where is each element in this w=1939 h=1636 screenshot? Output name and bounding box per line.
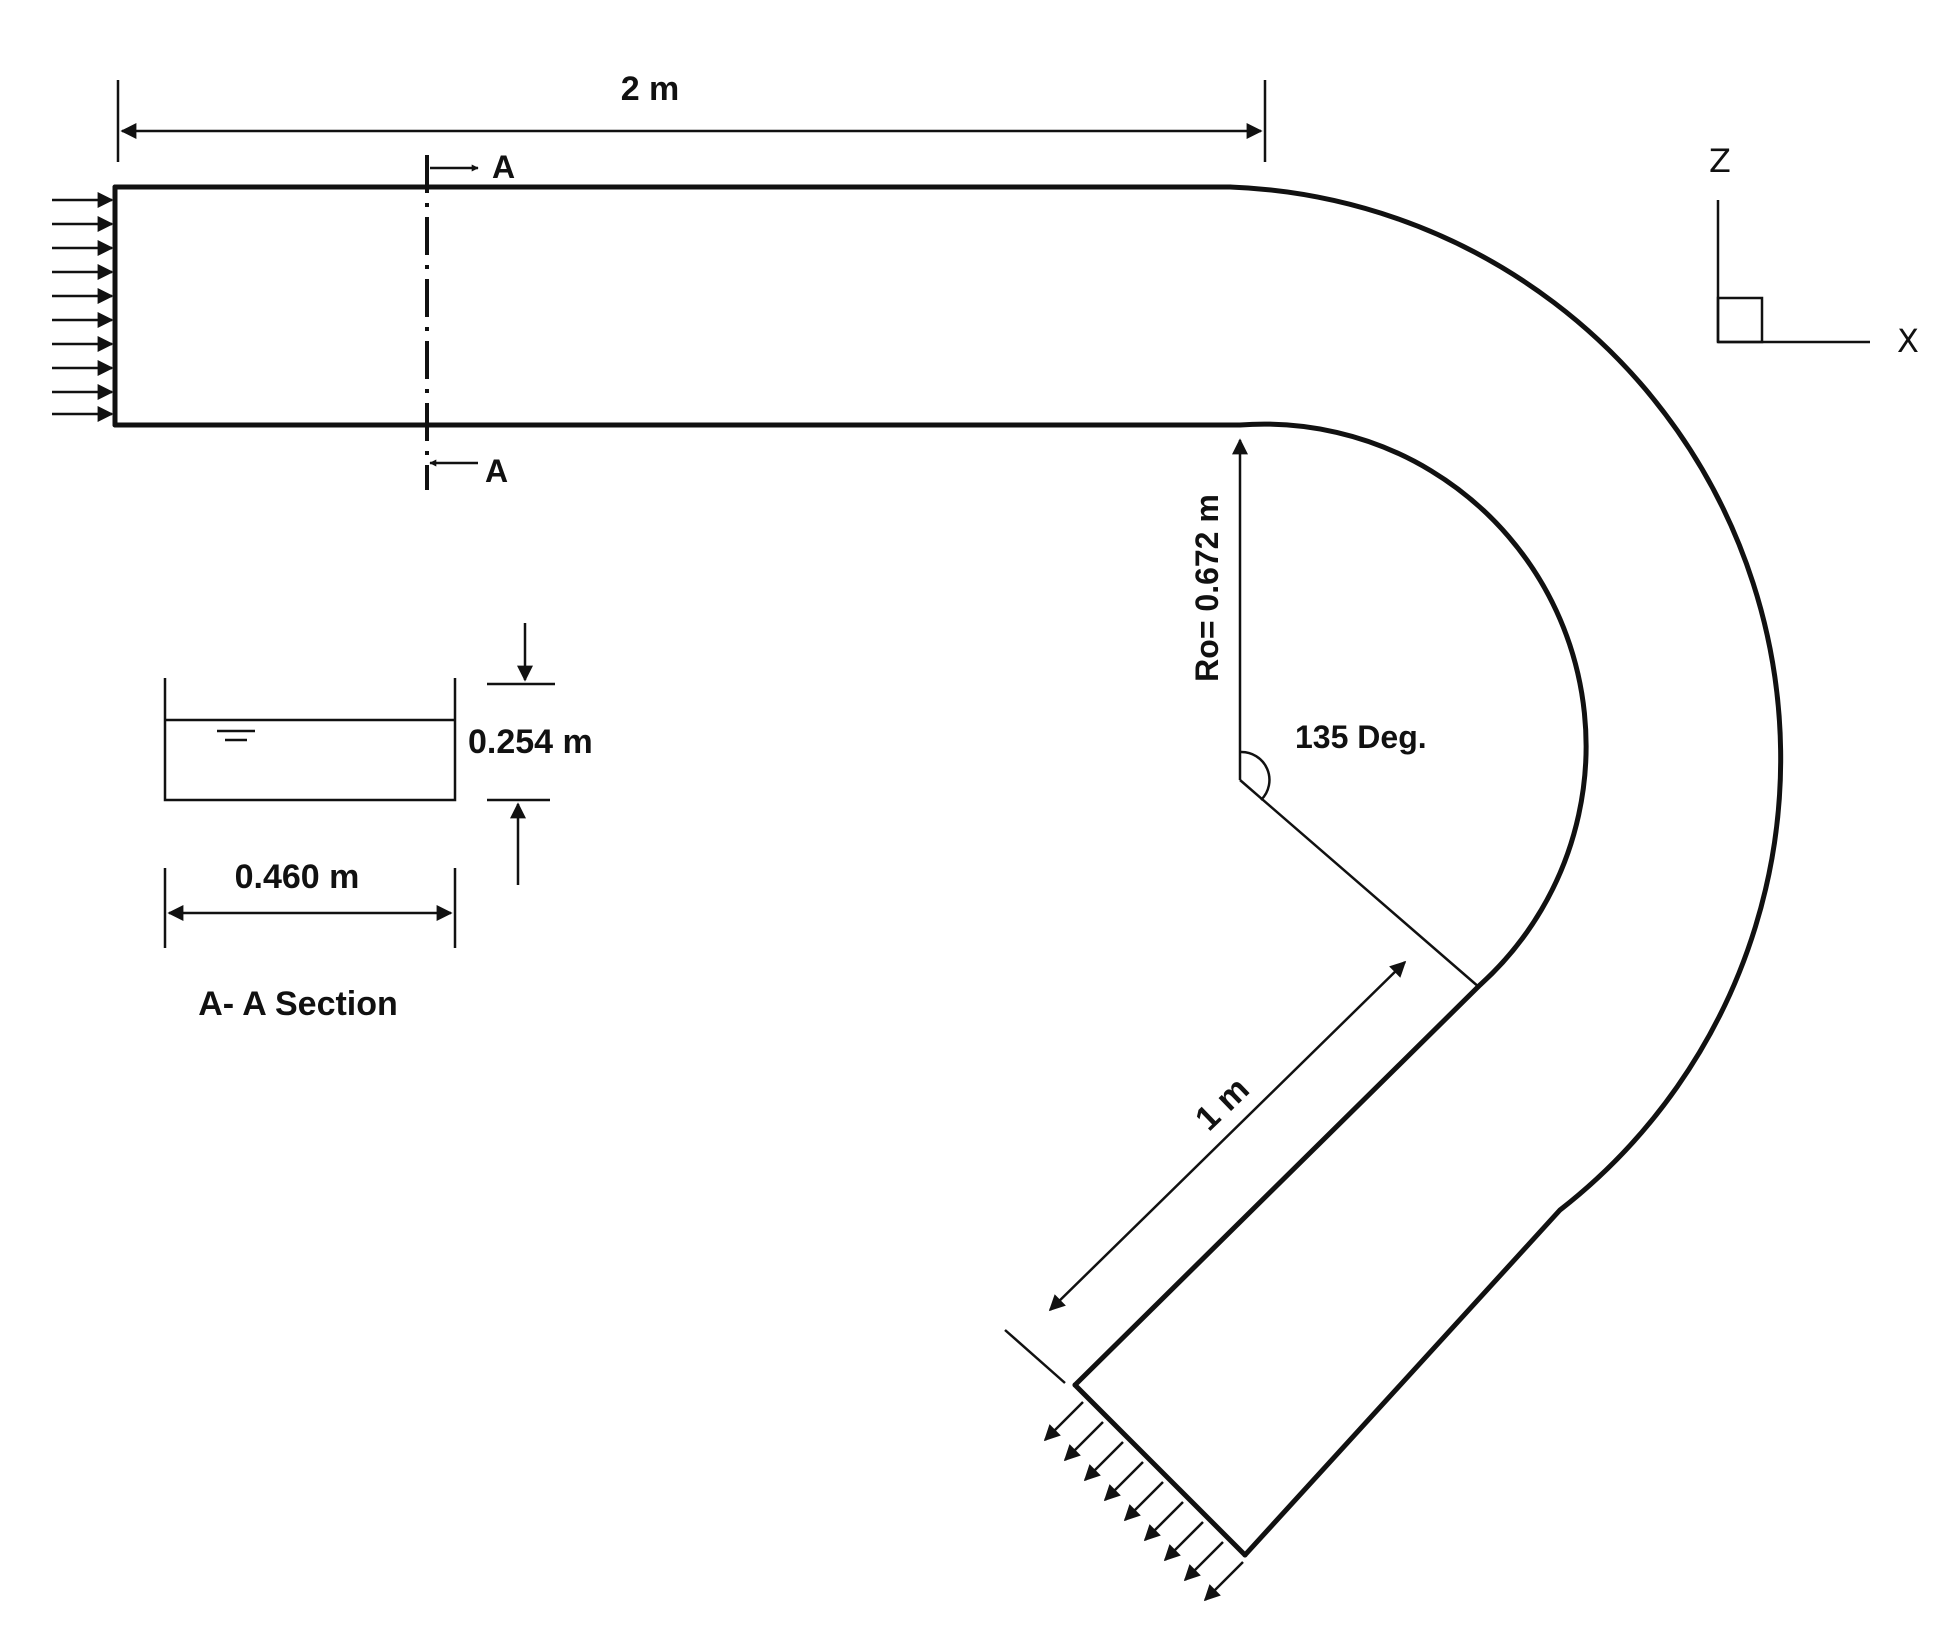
angle-mark <box>1239 750 1271 801</box>
axes-icon: Z X <box>1709 142 1919 360</box>
length-dimension: 2 m <box>116 70 1267 162</box>
cross-section: 0.254 m 0.460 m A- A Section <box>163 623 593 1023</box>
inner-bend-wall <box>1072 421 1589 1388</box>
outlet-arrow-icon <box>1043 1401 1244 1602</box>
inlet-arrow-icon <box>52 192 114 422</box>
section-cut-line: A A <box>425 149 515 490</box>
length-label: 2 m <box>621 70 680 108</box>
axis-x-label: X <box>1897 322 1919 360</box>
water-surface-icon <box>217 729 255 742</box>
bend-end-radial-line <box>1239 779 1481 989</box>
depth-label: 0.254 m <box>468 723 593 761</box>
channel-outline <box>112 184 1784 1558</box>
section-label-top: A <box>492 149 515 185</box>
channel-outlet-edge <box>1072 1382 1248 1558</box>
width-label: 0.460 m <box>235 858 360 896</box>
angle-label: 135 Deg. <box>1295 719 1427 755</box>
outlet-length-label: 1 m <box>1188 1070 1257 1138</box>
outer-bend-wall <box>1227 184 1784 1558</box>
section-caption: A- A Section <box>198 985 398 1023</box>
section-outline <box>163 678 457 802</box>
bend-geometry: Ro= 0.672 m 135 Deg. <box>1189 438 1481 989</box>
outlet-dimension: 1 m <box>1004 960 1407 1384</box>
axis-z-label: Z <box>1709 142 1731 180</box>
section-label-bottom: A <box>485 453 508 489</box>
radius-label: Ro= 0.672 m <box>1189 494 1225 682</box>
